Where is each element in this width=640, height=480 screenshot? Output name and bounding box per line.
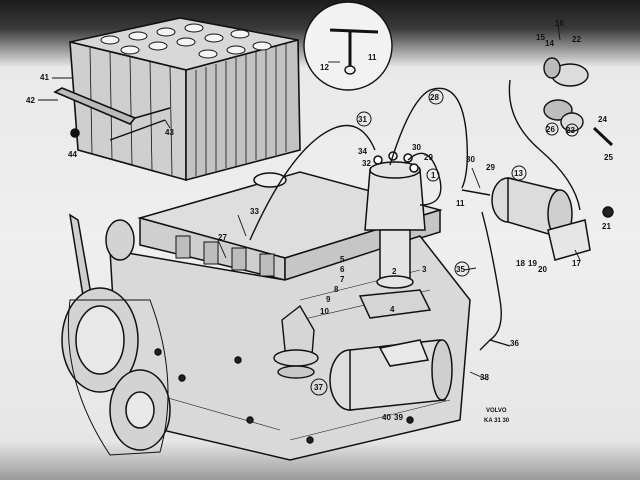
wires [109, 79, 581, 351]
callout-30-a: 30 [412, 143, 421, 152]
callout-19: 19 [528, 259, 537, 268]
callout-43: 43 [165, 128, 174, 137]
callout-39: 39 [394, 413, 403, 422]
stamp-line-2: KA 31 30 [484, 418, 510, 424]
callout-8: 8 [334, 285, 339, 294]
callout-12: 12 [320, 63, 329, 72]
callout-16: 16 [555, 19, 564, 28]
callout-28: 28 [430, 93, 439, 102]
callout-24: 24 [598, 115, 607, 124]
ignition-switch [543, 57, 614, 218]
callout-10: 10 [320, 307, 329, 316]
callout-26: 26 [546, 125, 555, 134]
callout-27: 27 [218, 233, 227, 242]
callout-13: 13 [514, 169, 523, 178]
oil-pressure-sender [273, 304, 319, 379]
callout-33: 33 [250, 207, 259, 216]
stamp-line-1: VOLVO [486, 408, 507, 414]
callout-34: 34 [358, 147, 367, 156]
callout-31: 31 [358, 115, 367, 124]
inset-key [303, 1, 393, 91]
callout-35: 35 [456, 265, 465, 274]
callout-36: 36 [510, 339, 519, 348]
drawing-stamp: VOLVO KA 31 30 [484, 408, 510, 424]
callout-4: 4 [390, 305, 395, 314]
callout-38: 38 [480, 373, 489, 382]
callout-14: 14 [545, 39, 554, 48]
callout-37: 37 [314, 383, 323, 392]
callout-32: 32 [362, 159, 371, 168]
callout-17: 17 [572, 259, 581, 268]
callout-3: 3 [422, 265, 427, 274]
ignition-coil [491, 177, 591, 261]
callout-5: 5 [340, 255, 345, 264]
battery [53, 17, 301, 182]
callout-labels: 41 42 43 44 12 11 16 15 14 22 28 31 34 3… [26, 19, 613, 422]
callout-29-a: 29 [424, 153, 433, 162]
callout-41: 41 [40, 73, 49, 82]
callout-23: 23 [566, 126, 575, 135]
starter-motor [329, 339, 453, 411]
callout-circles [310, 89, 579, 396]
callout-9: 9 [326, 295, 331, 304]
callout-25: 25 [604, 153, 613, 162]
callout-20: 20 [538, 265, 547, 274]
callout-2: 2 [392, 267, 397, 276]
callout-11-mid: 11 [456, 199, 465, 208]
callout-30-b: 30 [466, 155, 475, 164]
callout-7: 7 [340, 275, 345, 284]
callout-15: 15 [536, 33, 545, 42]
callout-11-top: 11 [368, 53, 377, 62]
callout-22: 22 [572, 35, 581, 44]
callout-29-b: 29 [486, 163, 495, 172]
callout-44: 44 [68, 150, 77, 159]
callout-1: 1 [431, 171, 436, 180]
callout-40: 40 [382, 413, 391, 422]
distributor [358, 151, 432, 319]
callout-42: 42 [26, 96, 35, 105]
callout-21: 21 [602, 222, 611, 231]
callout-6: 6 [340, 265, 345, 274]
leader-lines [38, 24, 581, 381]
callout-18: 18 [516, 259, 525, 268]
